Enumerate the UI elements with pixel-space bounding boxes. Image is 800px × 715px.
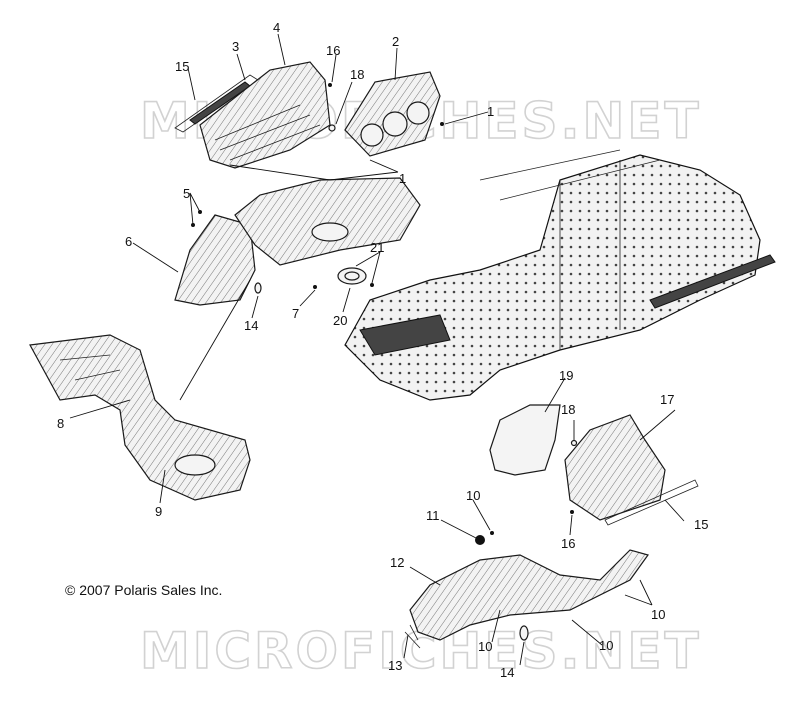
callout-7: 7 <box>292 306 299 321</box>
part-10-screw-top <box>490 531 494 535</box>
part-11-fastener <box>475 535 485 545</box>
callout-1-bottom: 1 <box>399 171 406 186</box>
part-14-plug-lower <box>519 625 529 641</box>
part-19-foam-block <box>489 404 561 476</box>
callout-10-mid: 10 <box>478 639 492 654</box>
callout-2: 2 <box>392 34 399 49</box>
callout-20: 20 <box>333 313 347 328</box>
part-14-plug <box>254 282 262 294</box>
callout-6: 6 <box>125 234 132 249</box>
part-17-side-cover <box>564 414 699 526</box>
callout-13: 13 <box>388 658 402 673</box>
callout-21: 21 <box>370 240 384 255</box>
part-4-console-cover <box>199 61 331 169</box>
part-6-side-panel <box>174 210 262 306</box>
callouts: 15 3 4 16 18 2 1 1 5 6 14 7 21 20 8 9 19… <box>57 20 708 680</box>
callout-11: 11 <box>426 508 440 523</box>
callout-15-top: 15 <box>175 59 189 74</box>
callout-8: 8 <box>57 416 64 431</box>
copyright-notice: © 2007 Polaris Sales Inc. <box>65 582 222 598</box>
callout-18-top: 18 <box>350 67 364 82</box>
callout-9: 9 <box>155 504 162 519</box>
callout-19: 19 <box>559 368 573 383</box>
callout-16-lower: 16 <box>561 536 575 551</box>
leader-lines <box>69 33 685 666</box>
part-2-gauge-plate <box>344 71 444 157</box>
callout-10-top: 10 <box>466 488 480 503</box>
callout-3: 3 <box>232 39 239 54</box>
part-21-screw <box>370 283 374 287</box>
part-16-screw <box>328 83 332 87</box>
callout-17: 17 <box>660 392 674 407</box>
callout-10-bottom: 10 <box>599 638 613 653</box>
callout-4: 4 <box>273 20 280 35</box>
part-18-grommet-lower <box>570 439 578 447</box>
callout-14-upper: 14 <box>244 318 258 333</box>
part-15-lower-strip <box>604 479 699 526</box>
part-upper-console <box>174 61 336 169</box>
callout-16-top: 16 <box>326 43 340 58</box>
callout-10-right: 10 <box>651 607 665 622</box>
callout-18-lower: 18 <box>561 402 575 417</box>
part-8-9-tunnel <box>29 334 251 501</box>
chassis-frame <box>344 149 776 401</box>
callout-14-lower: 14 <box>500 665 514 680</box>
part-12-belly-pan <box>404 531 649 649</box>
callout-15-lower: 15 <box>694 517 708 532</box>
callout-12: 12 <box>390 555 404 570</box>
part-16-screw-lower <box>570 510 574 514</box>
part-7-screw <box>313 285 317 289</box>
part-floor-panel <box>234 177 421 289</box>
callout-5: 5 <box>183 186 190 201</box>
part-18-grommet <box>328 124 336 132</box>
callout-1-top: 1 <box>487 104 494 119</box>
